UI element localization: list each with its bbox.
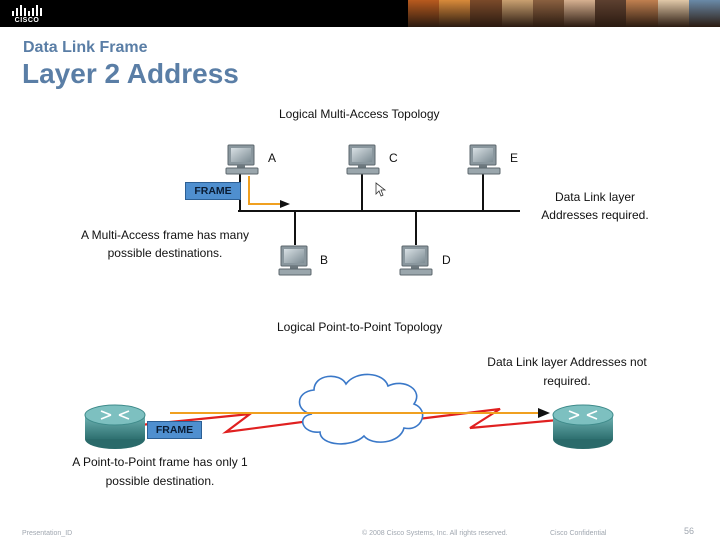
note-right-line1: Data Link layer — [554, 190, 636, 204]
header-photo — [470, 0, 502, 27]
note-right-line2: Addresses required. — [541, 208, 649, 222]
ptp-note-left-line1: A Point-to-Point frame has only 1 — [72, 455, 248, 469]
footer-copyright: © 2008 Cisco Systems, Inc. All rights re… — [362, 530, 508, 537]
host-label-d: D — [442, 253, 451, 267]
ptp-heading: Logical Point-to-Point Topology — [277, 320, 443, 334]
header-photo — [532, 0, 565, 27]
slide-title: Layer 2 Address — [22, 58, 239, 89]
host-label-e: E — [510, 151, 519, 165]
host-label-a: A — [268, 151, 277, 165]
header-photo-strip — [408, 0, 720, 27]
multi-access-heading: Logical Multi-Access Topology — [279, 107, 440, 121]
header-photo — [626, 0, 658, 27]
arrowhead — [280, 200, 290, 208]
host-label-c: C — [389, 151, 398, 165]
header-photo — [439, 0, 471, 27]
pc-icon-b — [278, 245, 312, 276]
router-icon-left — [84, 404, 146, 450]
footer-presentation-id: Presentation_ID — [22, 530, 73, 537]
pc-icon-c — [346, 144, 380, 175]
logo-text: CISCO — [14, 17, 40, 24]
note-left-line1: A Multi-Access frame has many — [80, 228, 250, 242]
cloud-icon — [298, 373, 424, 445]
ptp-note-left-line2: possible destination. — [105, 474, 215, 488]
ptp-note-right-line2: required. — [543, 374, 591, 388]
frame-box-ptp: FRAME — [147, 421, 202, 439]
pc-icon-a — [225, 144, 259, 175]
cursor-icon — [375, 182, 387, 197]
note-left-line2: possible destinations. — [107, 246, 223, 260]
header-bar: CISCO — [0, 0, 720, 27]
frame-box-multi: FRAME — [185, 182, 241, 200]
ptp-note-right-line1: Data Link layer Addresses not — [487, 355, 647, 369]
cisco-logo: CISCO — [10, 4, 44, 24]
pc-icon-d — [399, 245, 433, 276]
router-icon-right — [552, 404, 614, 450]
page-number: 56 — [684, 526, 695, 536]
header-photo — [595, 0, 627, 27]
host-label-b: B — [320, 253, 329, 267]
header-photo — [501, 0, 533, 27]
slide-subtitle: Data Link Frame — [23, 39, 148, 56]
pc-icon-e — [467, 144, 501, 175]
header-photo — [564, 0, 596, 27]
footer-confidential: Cisco Confidential — [550, 530, 607, 537]
frame-path-arrow — [248, 176, 280, 205]
header-photo — [408, 0, 440, 27]
arrowhead-ptp — [538, 408, 550, 418]
header-photo — [657, 0, 689, 27]
header-photo — [688, 0, 720, 27]
